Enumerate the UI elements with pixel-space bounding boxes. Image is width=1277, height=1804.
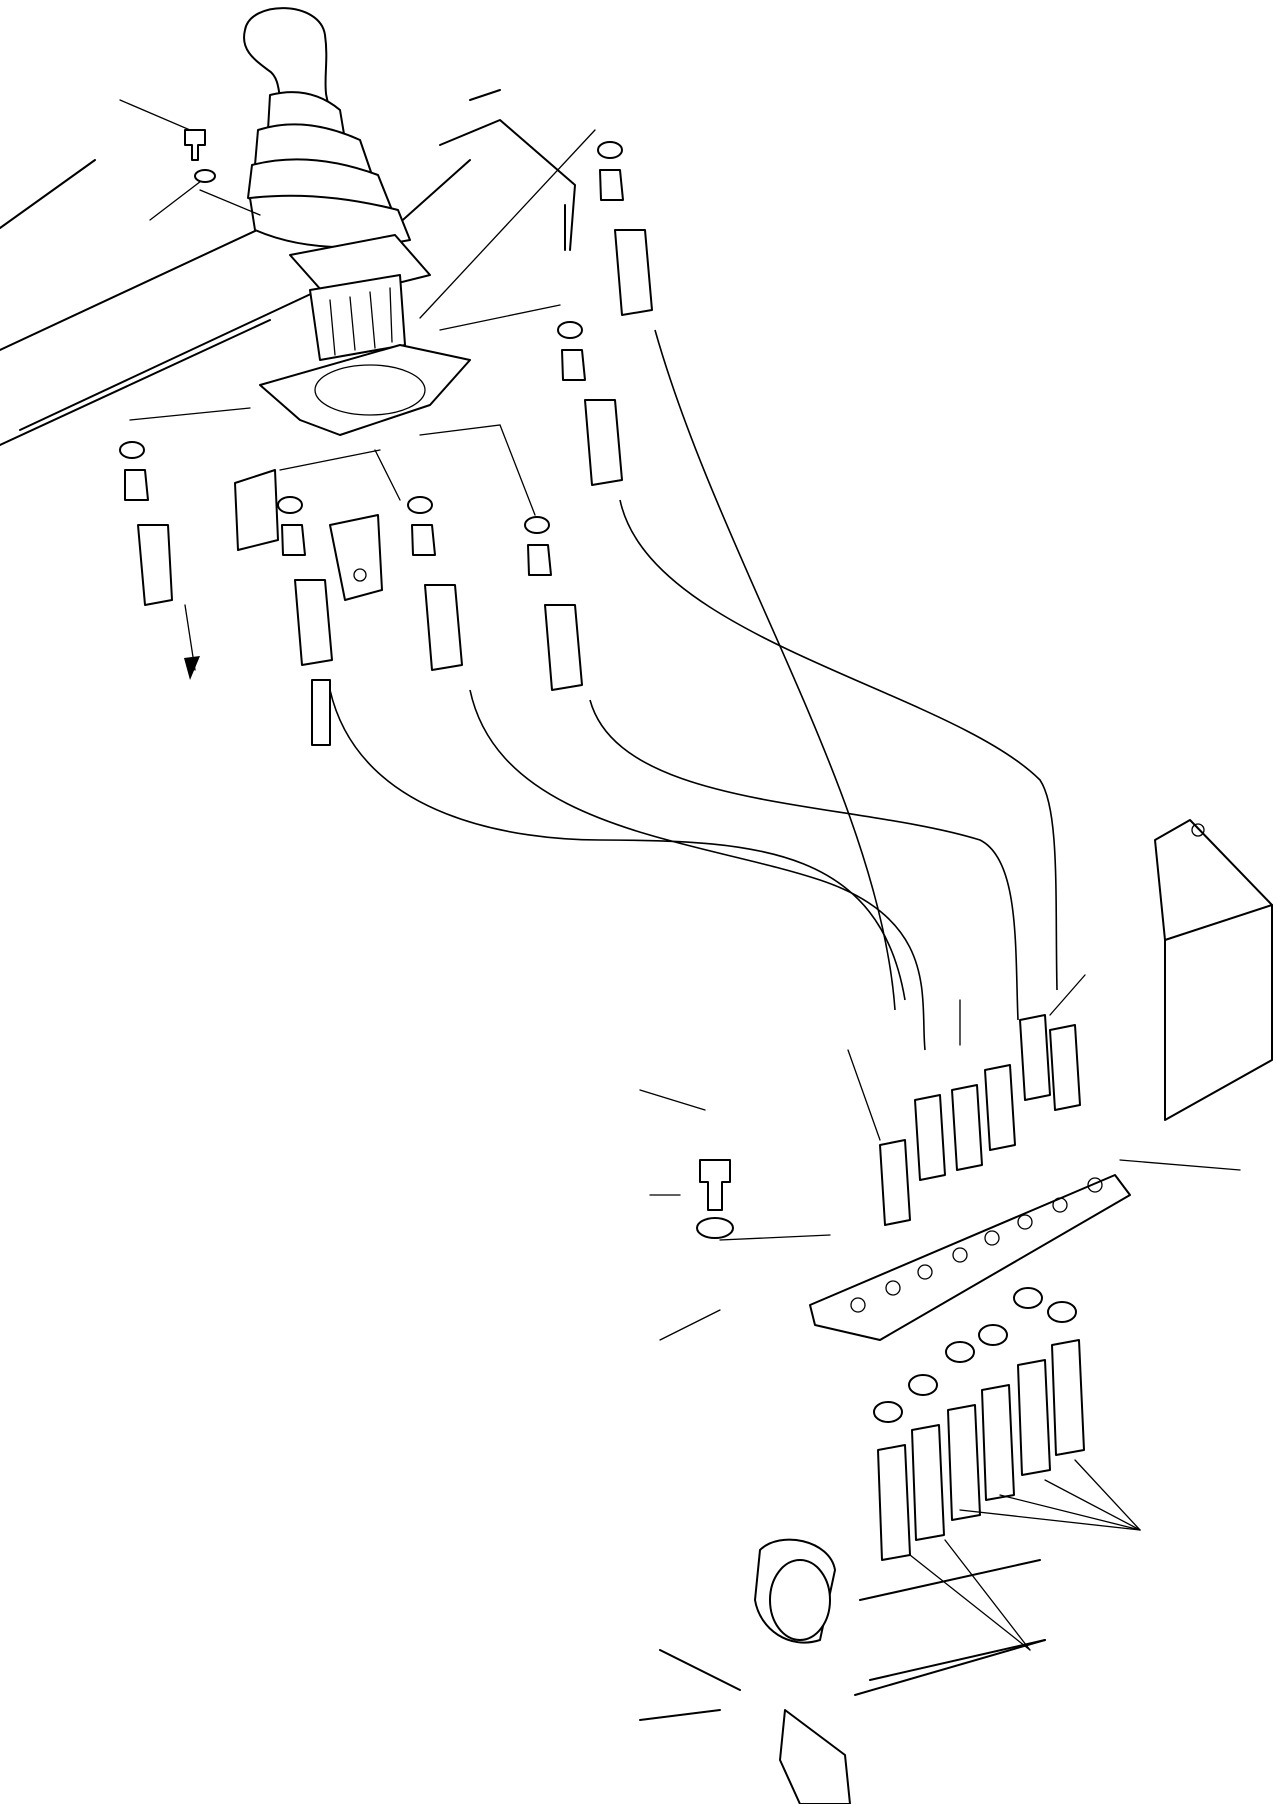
washer [194,169,216,183]
fitting-2 [277,496,333,666]
hoses [329,329,1058,1051]
joystick-lever [243,7,471,436]
fitting-5 [557,321,623,486]
mounting-plate [809,1174,1131,1341]
fitting-4 [524,516,583,691]
bracket [329,514,383,601]
floor-structure [639,1538,1046,1804]
screw [184,129,206,161]
leader-lines [119,99,1241,1341]
direction-arrow [184,604,200,680]
cover-plate [1154,819,1273,1121]
plate-bolt [696,1159,734,1239]
upper-fittings [119,129,653,746]
fitting-3 [407,496,463,671]
fitting-1 [119,441,173,606]
pointer-arrows [847,974,1141,1651]
lower-connectors [879,1014,1081,1226]
panel [234,469,279,551]
fitting-6 [597,141,653,316]
lower-hose-ends [877,1339,1085,1561]
lower-nuts [873,1287,1077,1423]
